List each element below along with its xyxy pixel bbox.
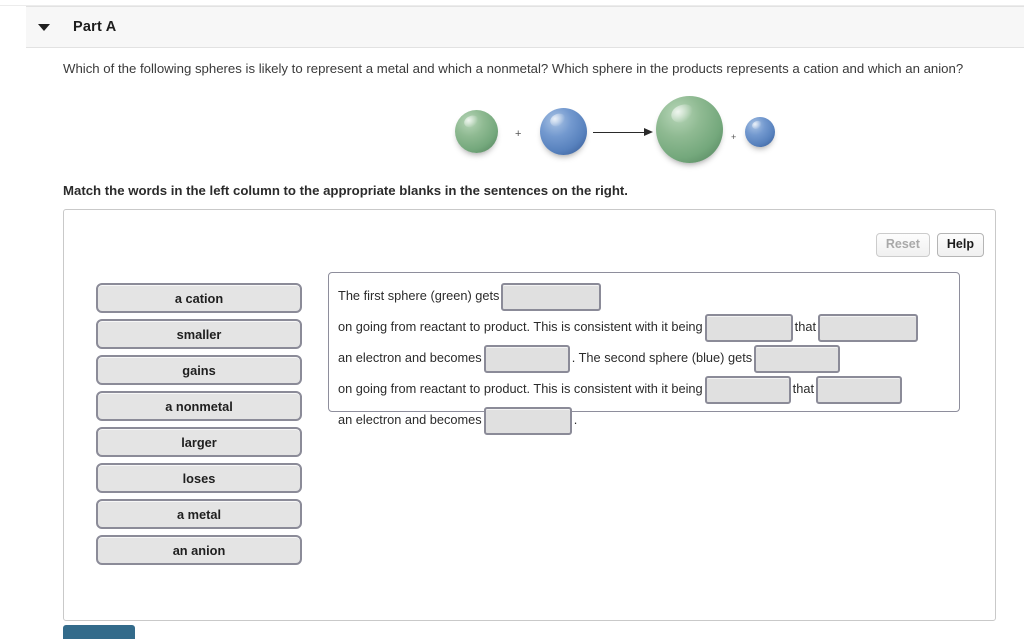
blank-slot-6[interactable]	[704, 375, 791, 404]
reaction-arrow-icon	[593, 128, 653, 137]
blue-sphere-product	[745, 117, 775, 147]
word-tile[interactable]: gains	[96, 355, 302, 385]
page-top-edge	[0, 0, 1024, 6]
blank-slot-1[interactable]	[501, 282, 602, 311]
word-tile[interactable]: a metal	[96, 499, 302, 529]
word-tile[interactable]: larger	[96, 427, 302, 457]
match-instruction: Match the words in the left column to th…	[63, 183, 628, 198]
blank-slot-4[interactable]	[483, 344, 570, 373]
blank-slot-7[interactable]	[816, 375, 903, 404]
blank-slot-5[interactable]	[754, 344, 841, 373]
word-tile[interactable]: loses	[96, 463, 302, 493]
reaction-diagram: + +	[440, 96, 790, 168]
help-button[interactable]: Help	[936, 233, 984, 257]
sentence-segment: an electron and becomes	[338, 412, 482, 427]
activity-panel: Reset Help a cation smaller gains a nonm…	[63, 209, 996, 621]
submit-button[interactable]	[63, 625, 135, 639]
plus-sign-products: +	[731, 132, 737, 142]
blank-slot-2[interactable]	[704, 313, 793, 342]
sentence-segment: an electron and becomes	[338, 350, 482, 365]
reset-button[interactable]: Reset	[875, 233, 930, 257]
blank-slot-3[interactable]	[818, 313, 919, 342]
sentence-segment: on going from reactant to product. This …	[338, 381, 703, 396]
word-tile[interactable]: smaller	[96, 319, 302, 349]
sentence-drop-area: The first sphere (green) gets on going fr…	[328, 272, 960, 435]
chevron-down-icon[interactable]	[38, 23, 50, 31]
sentence-segment: on going from reactant to product. This …	[338, 319, 703, 334]
plus-sign-reactants: +	[515, 128, 522, 140]
word-tile[interactable]: a cation	[96, 283, 302, 313]
green-sphere-product	[656, 96, 723, 163]
page-title: Part A	[73, 19, 117, 35]
word-tile[interactable]: a nonmetal	[96, 391, 302, 421]
blank-slot-8[interactable]	[483, 406, 572, 435]
panel-toolbar: Reset Help	[875, 233, 984, 257]
sentence-flow: The first sphere (green) gets on going fr…	[338, 280, 950, 435]
sentence-segment: that	[794, 319, 817, 334]
word-bank: a cation smaller gains a nonmetal larger…	[96, 283, 302, 571]
sentence-segment: . The second sphere (blue) gets	[571, 350, 753, 365]
sentence-segment: .	[573, 412, 578, 427]
green-sphere-reactant	[455, 110, 498, 153]
blue-sphere-reactant	[540, 108, 587, 155]
sentence-segment: The first sphere (green) gets	[338, 288, 500, 303]
part-header: Part A	[26, 6, 1024, 48]
word-tile[interactable]: an anion	[96, 535, 302, 565]
sentence-segment: that	[792, 381, 815, 396]
question-prompt: Which of the following spheres is likely…	[63, 61, 964, 76]
